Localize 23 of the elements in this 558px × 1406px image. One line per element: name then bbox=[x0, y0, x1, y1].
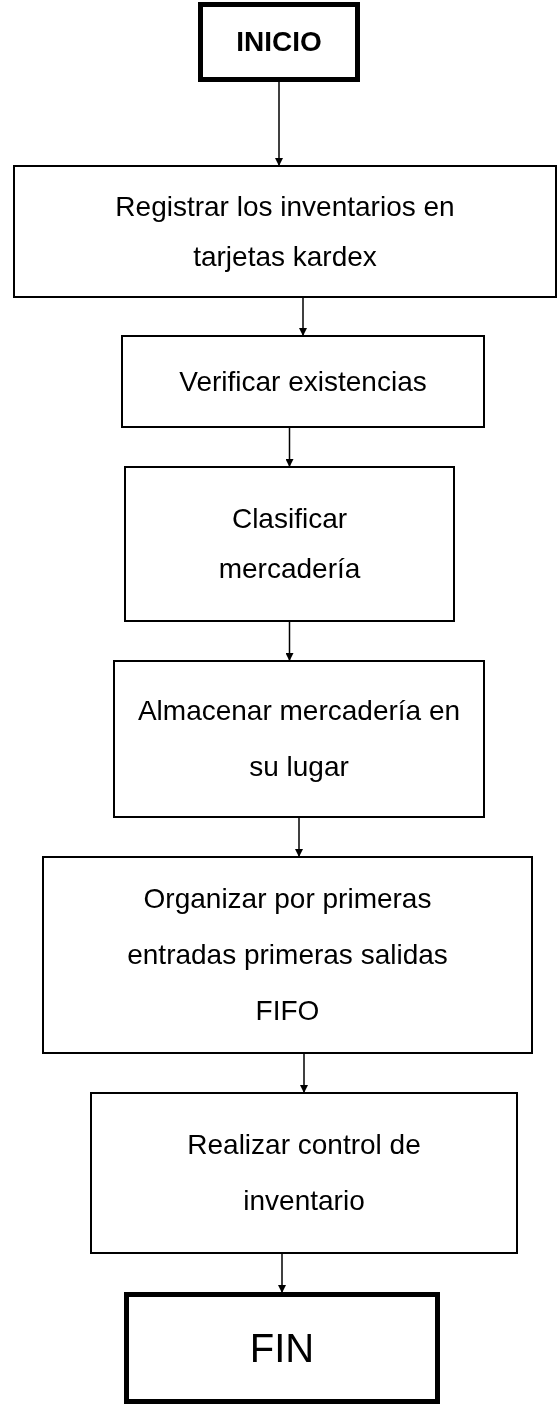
box-label: Realizar control de inventario bbox=[186, 1128, 422, 1218]
end-box bbox=[124, 1292, 440, 1404]
arrow bbox=[285, 427, 294, 467]
arrow bbox=[278, 1253, 286, 1293]
box-label: Almacenar mercadería en su lugar bbox=[136, 694, 462, 784]
box-label: FIN bbox=[249, 1325, 315, 1372]
process-box bbox=[90, 1092, 518, 1254]
process-box bbox=[121, 335, 485, 428]
process-box bbox=[113, 660, 485, 818]
box-label: INICIO bbox=[236, 25, 322, 59]
box-label: Registrar los inventarios en tarjetas kardex bbox=[114, 189, 456, 274]
start-box bbox=[198, 2, 360, 82]
box-label: Organizar por primeras entradas primeras salidas FIFO bbox=[126, 882, 449, 1028]
process-box bbox=[124, 466, 455, 622]
box-label: Clasificar mercadería bbox=[217, 502, 362, 586]
arrow bbox=[299, 297, 307, 336]
box-label: Verificar existencias bbox=[179, 364, 427, 399]
arrow bbox=[275, 81, 283, 166]
process-box bbox=[13, 165, 557, 298]
arrow bbox=[285, 621, 294, 661]
arrow bbox=[300, 1053, 308, 1093]
process-box bbox=[42, 856, 533, 1054]
arrow bbox=[295, 817, 303, 857]
